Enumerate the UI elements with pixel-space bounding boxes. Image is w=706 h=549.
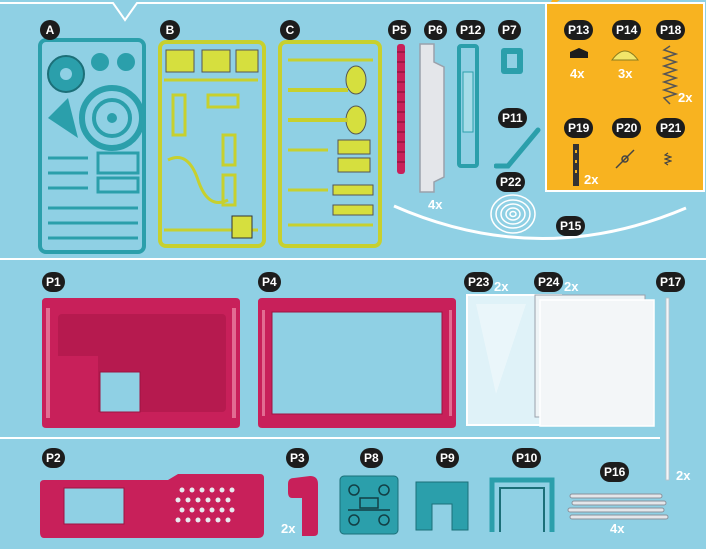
part-p16-quantity: 4x	[610, 521, 625, 536]
part-p13-quantity: 4x	[570, 66, 585, 81]
part-p5-graphic	[397, 44, 405, 174]
part-p1-graphic	[42, 298, 240, 428]
part-p24-label: P24	[534, 272, 564, 292]
part-p23-quantity: 2x	[494, 279, 509, 294]
sprue-b-graphic	[158, 40, 266, 248]
part-p6-quantity: 4x	[428, 197, 443, 212]
part-p21-graphic	[664, 152, 672, 166]
part-p9-graphic	[415, 481, 469, 531]
part-p17-quantity: 2x	[676, 468, 691, 483]
part-p11-label: P11	[498, 108, 527, 128]
part-p18-graphic	[662, 45, 678, 105]
part-p1-label: P1	[42, 272, 65, 292]
part-p15-label: P15	[556, 216, 586, 236]
part-p16-graphic	[567, 493, 669, 520]
sprue-b-label: B	[160, 20, 180, 40]
part-p6-graphic	[419, 43, 445, 193]
part-p14-label: P14	[612, 20, 642, 40]
part-p18-label: P18	[656, 20, 686, 40]
part-p20-label: P20	[612, 118, 642, 138]
section-divider-top	[0, 258, 706, 260]
sprue-c-label: C	[280, 20, 300, 40]
part-p22-graphic	[490, 194, 536, 234]
part-p3-quantity: 2x	[281, 521, 296, 536]
part-p6-label: P6	[424, 20, 447, 40]
part-p7-graphic	[501, 48, 523, 74]
part-p13-graphic	[570, 48, 588, 58]
part-p10-label: P10	[512, 448, 542, 468]
part-p20-graphic	[615, 149, 635, 169]
part-p15-graphic	[393, 204, 687, 240]
part-p14-quantity: 3x	[618, 66, 633, 81]
part-p3-label: P3	[286, 448, 309, 468]
part-p4-label: P4	[258, 272, 281, 292]
part-p3-graphic	[288, 476, 318, 536]
part-p13-label: P13	[564, 20, 594, 40]
part-p19-graphic	[573, 144, 579, 186]
part-p19-label: P19	[564, 118, 594, 138]
part-p19-quantity: 2x	[584, 172, 599, 187]
part-p4-graphic	[258, 298, 456, 428]
part-p8-label: P8	[360, 448, 383, 468]
section-divider-bottom	[0, 437, 660, 439]
part-p10-graphic	[489, 477, 555, 532]
sprue-c-graphic	[278, 40, 382, 248]
part-p18-quantity: 2x	[678, 90, 693, 105]
part-p2-graphic	[40, 474, 264, 538]
part-p17-graphic	[665, 297, 670, 481]
part-p12-label: P12	[456, 20, 486, 40]
part-p7-label: P7	[498, 20, 521, 40]
part-p23-label: P23	[464, 272, 494, 292]
part-p21-label: P21	[656, 118, 686, 138]
part-p22-label: P22	[496, 172, 526, 192]
part-p12-graphic	[457, 44, 479, 168]
part-p14-graphic	[611, 50, 639, 61]
part-p11-graphic	[494, 127, 541, 169]
part-p2-label: P2	[42, 448, 65, 468]
part-p24-graphic	[534, 294, 655, 427]
part-p16-label: P16	[600, 462, 630, 482]
sprue-a-label: A	[40, 20, 60, 40]
part-p17-label: P17	[656, 272, 686, 292]
part-p5-label: P5	[388, 20, 411, 40]
part-p24-quantity: 2x	[564, 279, 579, 294]
part-p8-graphic	[339, 475, 399, 535]
sprue-a-graphic	[38, 38, 146, 254]
part-p9-label: P9	[436, 448, 459, 468]
